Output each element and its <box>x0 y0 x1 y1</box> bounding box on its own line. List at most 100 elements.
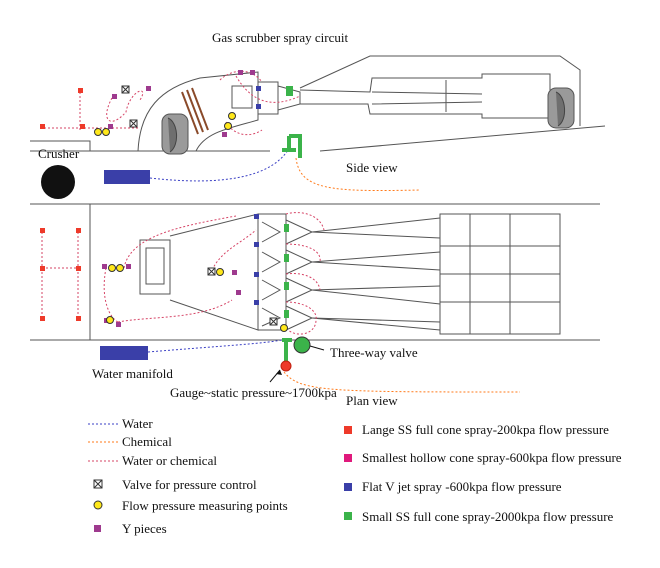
legend-gauge-label: Flow pressure measuring points <box>122 498 288 513</box>
crusher-icon <box>41 165 75 199</box>
plan-spray-large-4 <box>76 266 81 271</box>
side-pipe-mix-4 <box>225 121 263 136</box>
side-valve-1-x <box>121 85 130 94</box>
side-pipe-chemical <box>295 157 421 192</box>
plan-y-piece-3 <box>232 270 237 275</box>
legend-spray-large-label: Lange SS full cone spray-200kpa flow pre… <box>362 422 609 437</box>
plan-gauge-4 <box>106 316 114 324</box>
three-way-valve-icon <box>293 336 311 354</box>
plan-valve-1-x <box>207 267 216 276</box>
plan-gauge-1 <box>108 264 116 272</box>
plan-inlet-box <box>139 239 171 295</box>
gauge-point-icon <box>93 500 103 510</box>
legend-chemical-label: Chemical <box>122 434 172 449</box>
plan-spray-green-3 <box>284 282 289 290</box>
side-view-label: Side view <box>346 160 398 175</box>
plan-spray-green-2 <box>284 254 289 262</box>
side-view <box>30 55 606 155</box>
gauge-arrow-head <box>276 370 282 375</box>
legend-spray-small-swatch <box>344 512 352 520</box>
crusher-label: Crusher <box>38 146 80 161</box>
side-spray-small-green <box>286 86 293 96</box>
plan-view-label: Plan view <box>346 393 398 408</box>
gauge-icon <box>280 360 292 372</box>
plan-pipe-mix-right <box>285 212 325 335</box>
plan-spray-flat-v-2 <box>254 242 259 247</box>
legend-spray-flat-v-swatch <box>344 483 352 491</box>
plan-modules <box>261 221 282 327</box>
side-baffles <box>181 87 209 135</box>
side-pipe-mix-3 <box>219 70 301 103</box>
side-t-fitting <box>282 134 302 158</box>
plan-nozzles <box>285 219 314 331</box>
plan-pipe-mix-left <box>41 232 119 323</box>
side-duct-taper <box>299 55 581 126</box>
side-gauge-4 <box>224 122 232 130</box>
legend-water-label: Water <box>122 416 153 431</box>
side-spray-large <box>78 88 83 93</box>
side-y-piece-6 <box>108 124 113 129</box>
side-duct-inner <box>371 80 483 112</box>
plan-gauge-5 <box>280 324 288 332</box>
side-y-piece-2 <box>146 86 151 91</box>
plan-spray-flat-v-4 <box>254 300 259 305</box>
plan-inlet-box-inner <box>145 247 165 285</box>
side-y-piece-1 <box>112 94 117 99</box>
plan-outlet-grid <box>440 214 560 334</box>
side-water-manifold <box>104 170 150 184</box>
plan-view <box>30 203 600 341</box>
plan-spray-large-6 <box>76 316 81 321</box>
side-floor-line <box>30 125 606 152</box>
plan-gauge-3 <box>216 268 224 276</box>
side-pipe-mix-2 <box>106 90 144 122</box>
legend-spray-small-label: Small SS full cone spray-2000kpa flow pr… <box>362 509 614 524</box>
side-gauge-1 <box>94 128 102 136</box>
side-y-piece-3 <box>238 70 243 75</box>
legend-valve-label: Valve for pressure control <box>122 477 257 492</box>
side-chamber-box <box>231 85 253 109</box>
three-way-valve-label: Three-way valve <box>330 345 418 360</box>
plan-spray-marks <box>40 214 289 332</box>
plan-spray-large-5 <box>40 316 45 321</box>
legend-spray-large-swatch <box>344 426 352 434</box>
side-inlet-hood <box>137 71 259 152</box>
plan-spray-large-3 <box>40 266 45 271</box>
side-pipe-water <box>149 149 289 182</box>
plan-duct-fan <box>311 217 441 331</box>
side-base-step <box>30 140 91 151</box>
water-manifold-label: Water manifold <box>92 366 173 381</box>
legend-y-piece-label: Y pieces <box>122 521 167 536</box>
plan-pipe-mix-center <box>117 215 257 323</box>
plan-spray-large-2 <box>76 228 81 233</box>
diagram-title: Gas scrubber spray circuit <box>212 30 348 45</box>
plan-spray-flat-v-1 <box>254 214 259 219</box>
side-left-drum-shade <box>167 117 177 153</box>
side-y-piece-4 <box>250 70 255 75</box>
side-spray-marks <box>40 70 302 158</box>
plan-valve-2-x <box>269 317 278 326</box>
legend-spray-flat-v-label: Flat V jet spray -600kpa flow pressure <box>362 479 562 494</box>
side-valve-2-x <box>129 119 138 128</box>
side-right-drum-shade <box>555 91 565 127</box>
plan-pipe-water <box>147 339 283 353</box>
plan-y-piece-2 <box>126 264 131 269</box>
legend-spray-hollow-label: Smallest hollow cone spray-600kpa flow p… <box>362 450 622 465</box>
three-way-valve-pointer <box>309 345 325 351</box>
plan-y-piece-6 <box>116 322 121 327</box>
plan-y-piece-4 <box>236 290 241 295</box>
side-gauge-3 <box>228 112 236 120</box>
side-pipes <box>44 70 421 192</box>
plan-y-piece-1 <box>102 264 107 269</box>
y-piece-icon <box>94 525 101 532</box>
gauge-label: Gauge~static pressure~1700kpa <box>170 385 337 400</box>
plan-spray-green-1 <box>284 224 289 232</box>
plan-pipes <box>41 212 521 393</box>
valve-icon-x <box>93 479 103 489</box>
side-gauge-2 <box>102 128 110 136</box>
side-spray-large-2 <box>40 124 45 129</box>
side-duct <box>299 73 551 119</box>
plan-pipe-chemical <box>283 371 521 393</box>
plan-gauge-2 <box>116 264 124 272</box>
plan-spray-green-4 <box>284 310 289 318</box>
